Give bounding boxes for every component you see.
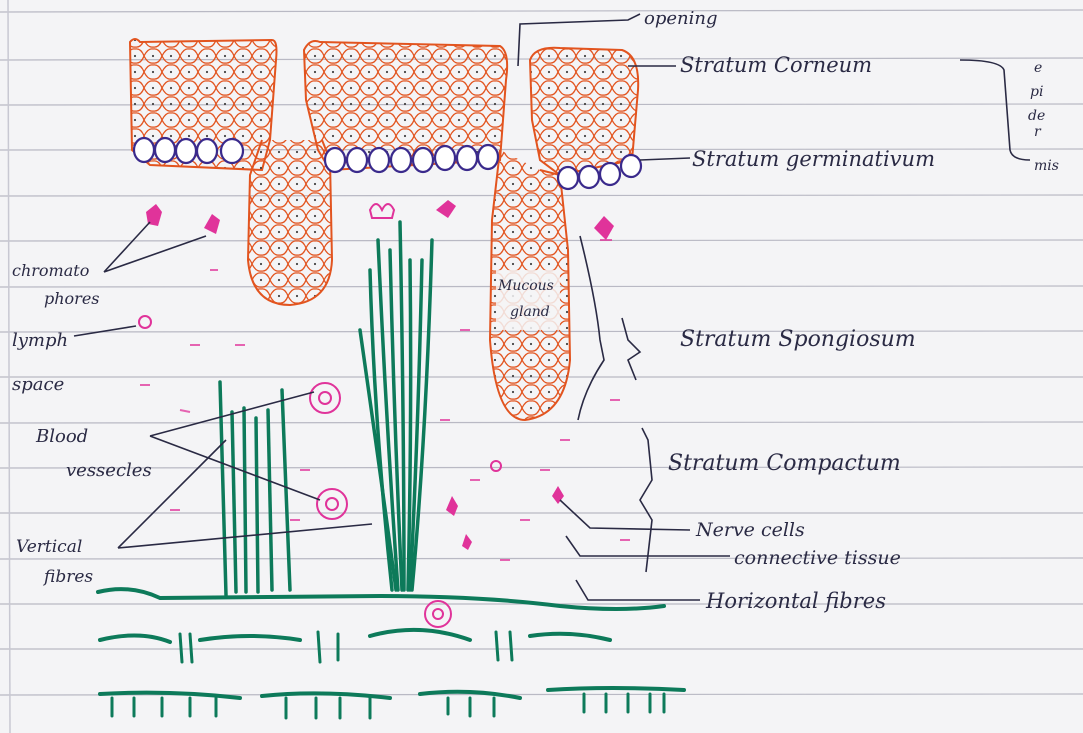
label-chromatophores-1: chromato [12,261,89,280]
horizontal-fibre-ticks [112,632,664,718]
label-blood-vessels-1: Blood [35,426,88,447]
blood-vessel-2 [317,489,347,519]
label-mucous-gland-2: gland [510,304,550,320]
label-lymph: lymph [12,330,68,351]
label-connective-tissue: connective tissue [734,547,901,569]
label-horizontal-fibres: Horizontal fibres [705,589,886,613]
label-opening: opening [644,8,717,29]
label-nerve-cells: Nerve cells [695,519,805,541]
label-mucous-gland-1: Mucous [497,278,554,294]
blood-vessel-1 [310,383,340,413]
label-stratum-spongiosum: Stratum Spongiosum [680,327,916,352]
label-blood-vessels-2: vessecles [66,460,152,481]
gland-left [248,140,332,305]
blood-vessels [310,383,451,627]
label-stratum-compactum: Stratum Compactum [668,451,901,476]
label-epidermis-4: r [1034,124,1042,140]
horizontal-fibres [98,589,684,698]
label-vertical-fibres-1: Vertical [16,537,82,557]
label-stratum-germinativum: Stratum germinativum [692,147,935,171]
label-epidermis-3: de [1028,108,1045,124]
label-stratum-corneum: Stratum Corneum [680,53,872,77]
label-epidermis-2: pi [1030,84,1043,100]
label-epidermis-1: e [1034,60,1042,76]
blood-vessel-3 [425,601,451,627]
label-vertical-fibres-2: fibres [42,567,93,587]
label-chromatophores-2: phores [44,289,100,308]
epidermis-right-block [530,48,638,175]
label-epidermis-5: mis [1034,158,1059,174]
label-space: space [12,374,64,395]
